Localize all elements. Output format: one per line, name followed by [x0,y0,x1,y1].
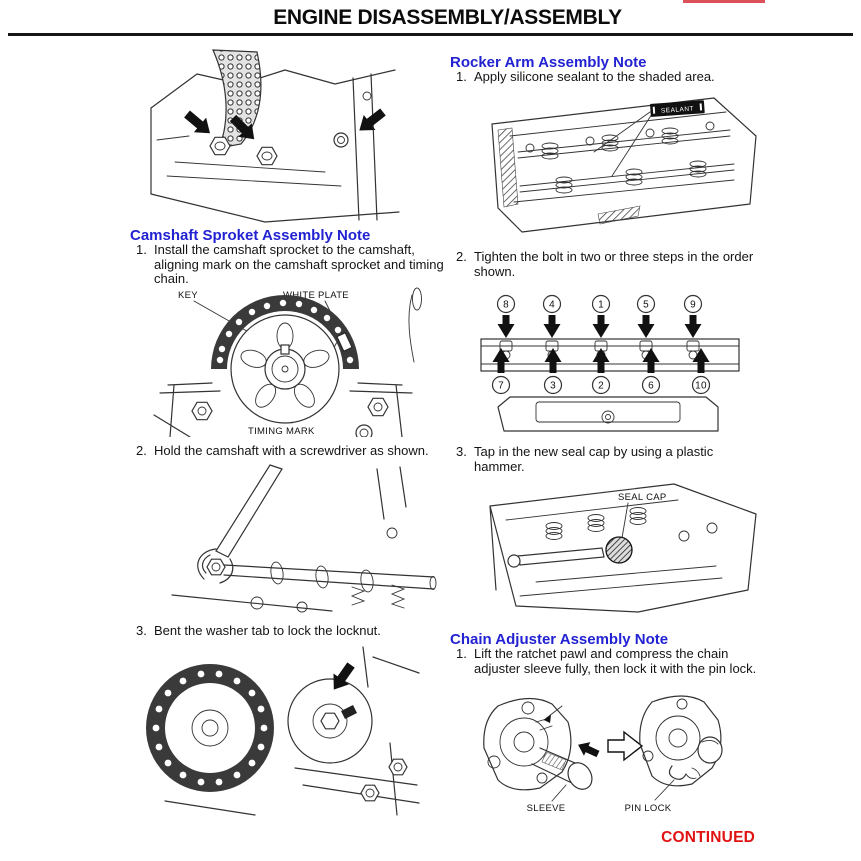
order-number: 8 [503,300,509,311]
chain-adjuster-note-heading: Chain Adjuster Assembly Note [450,631,669,648]
page-title: ENGINE DISASSEMBLY/ASSEMBLY [273,6,622,29]
figure-rocker-arm-sealant: SEALANT [478,86,768,246]
camshaft-step-3: 3. Bent the washer tab to lock the lockn… [136,623,448,639]
seal-cap [605,536,633,564]
order-number: 4 [549,300,555,311]
step-number: 1. [456,646,467,661]
step-text: Tighten the bolt in two or three steps i… [474,249,754,279]
title-rule [8,33,853,36]
pawl-arrow-icon [544,715,551,723]
sealant-label: SEALANT [661,105,695,114]
sleeve-end [567,762,593,790]
bolt [333,132,349,148]
timing-chain-loop [146,664,274,792]
figure-chain-adjuster: SLEEVE PIN LOCK [470,688,732,815]
valve-spring [350,586,366,606]
seal-cap-label: SEAL CAP [618,492,667,503]
step-text: Bent the washer tab to lock the locknut. [154,623,381,638]
keyway [280,344,290,355]
rocker-step-3: 3. Tap in the new seal cap by using a pl… [456,444,791,474]
adjuster-body-locked [639,695,722,787]
key-label: KEY [178,290,198,301]
adjuster-body [483,697,572,791]
compressed-sleeve [697,736,723,764]
continued-label: CONTINUED [661,829,755,846]
step-number: 1. [456,69,467,84]
step-number: 2. [136,443,147,458]
order-number: 1 [598,300,604,311]
pin-lock-label: PIN LOCK [625,803,672,814]
sealant-tag: SEALANT [650,100,705,117]
figure-bolt-tightening-order: 8 4 1 5 9 7 3 2 6 10 [478,289,743,439]
up-arrow-icons [492,348,710,373]
arrow-icon [359,108,386,131]
step-number: 3. [136,623,147,638]
timing-mark-label: TIMING MARK [248,426,315,437]
arrow-icon [184,110,210,134]
order-number: 5 [643,300,649,311]
order-number: 2 [598,381,604,392]
cylinder-head [480,338,740,372]
cropped-red-box [683,0,765,3]
arrow-icon [578,742,600,758]
figure-seal-cap: SEAL CAP [476,478,766,623]
order-number: 9 [690,300,696,311]
step-text: Lift the ratchet pawl and compress the c… [474,646,757,676]
sealant-shaded-area [497,127,519,208]
driver-tool [517,547,605,566]
order-number: 10 [695,381,707,392]
camshaft-sprocket-note-heading: Camshaft Sproket Assembly Note [130,227,371,244]
timing-chain [212,49,262,149]
pin-lock [668,765,687,780]
order-number: 6 [648,381,654,392]
figure-timing-chain-bolts [145,44,400,224]
figure-camshaft-sprocket: KEY WHITE PLATE TIMING MARK [150,287,450,437]
step-number: 1. [136,242,147,257]
valve-spring [390,584,406,609]
rocker-step-2: 2. Tighten the bolt in two or three step… [456,249,791,279]
step-number: 2. [456,249,467,264]
step-text: Tap in the new seal cap by using a plast… [474,444,714,474]
rocker-step-1: 1. Apply silicone sealant to the shaded … [456,69,786,85]
white-plate-link [336,332,353,352]
down-arrow-icons [497,315,702,338]
step-text: Install the camshaft sprocket to the cam… [154,242,444,287]
valve-cover [497,396,719,432]
next-step-arrow-icon [607,730,644,762]
camshaft-step-2: 2. Hold the camshaft with a screwdriver … [136,443,448,459]
sleeve-knurl [541,751,567,771]
figure-wrench-camshaft [152,463,442,615]
bolt [209,136,231,156]
sleeve-label: SLEEVE [527,803,566,814]
order-number: 7 [498,381,504,392]
white-plate-label: WHITE PLATE [283,290,349,301]
bolt [256,146,278,166]
chain-adjuster-step-1: 1. Lift the ratchet pawl and compress th… [456,646,791,676]
arrow-icon [229,114,255,140]
wrench [215,464,283,558]
step-text: Apply silicone sealant to the shaded are… [474,69,715,84]
locknut [320,712,340,730]
sealant-shaded-area [597,205,641,225]
step-number: 3. [456,444,467,459]
arrow-icon [333,662,355,690]
rocker-arm-note-heading: Rocker Arm Assembly Note [450,54,647,71]
step-text: Hold the camshaft with a screwdriver as … [154,443,429,458]
figure-washer-tab-locknut [135,643,420,821]
camshaft-step-1: 1. Install the camshaft sprocket to the … [136,242,448,287]
washer-tab [341,705,357,719]
timing-chain [211,295,359,369]
order-number: 3 [550,381,556,392]
